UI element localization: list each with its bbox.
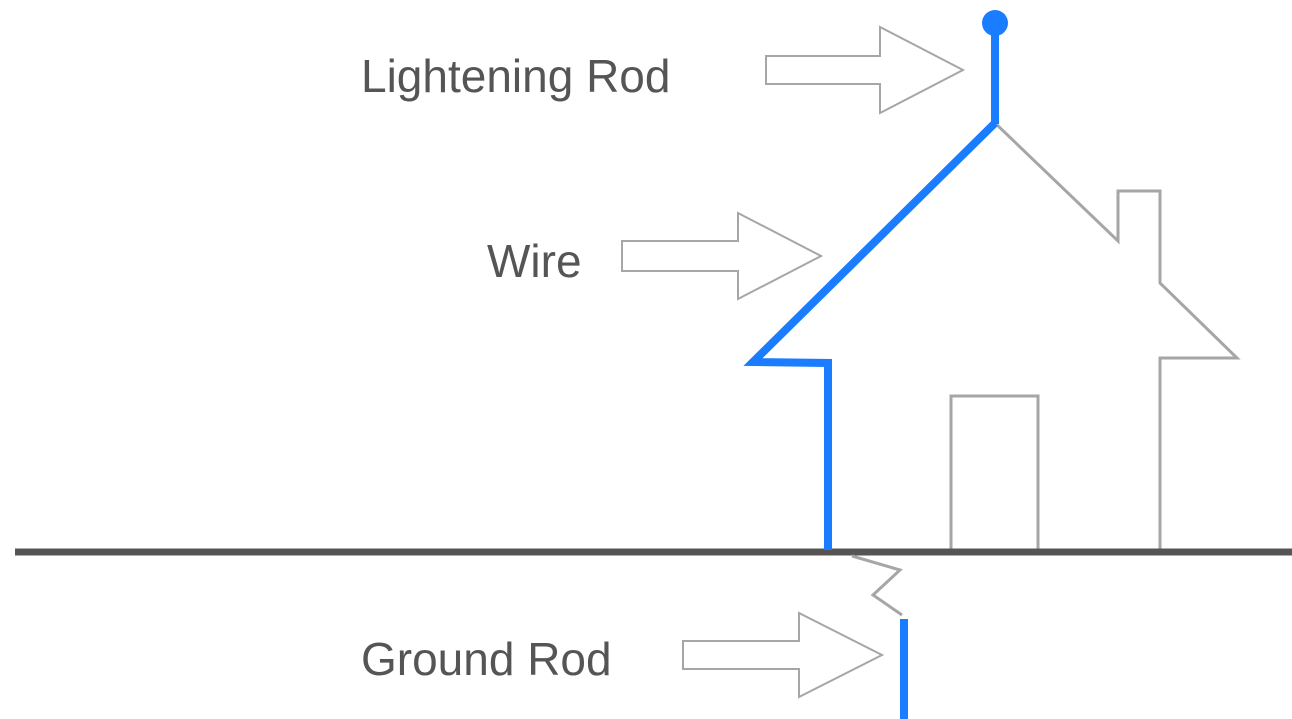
ground-rod-label: Ground Rod (361, 633, 612, 685)
wire-label: Wire (487, 235, 582, 287)
wire-arrow (621, 211, 824, 301)
ground-rod-arrow (682, 611, 885, 699)
house-door (949, 394, 1040, 550)
lightning-rod-tip (982, 10, 1008, 36)
lightning-rod-label: Lightening Rod (361, 50, 670, 102)
lightning-rod-arrow (765, 25, 966, 115)
house-outline (993, 121, 1241, 550)
wire (743, 120, 998, 550)
house (949, 121, 1241, 550)
underground-zigzag (851, 554, 903, 617)
